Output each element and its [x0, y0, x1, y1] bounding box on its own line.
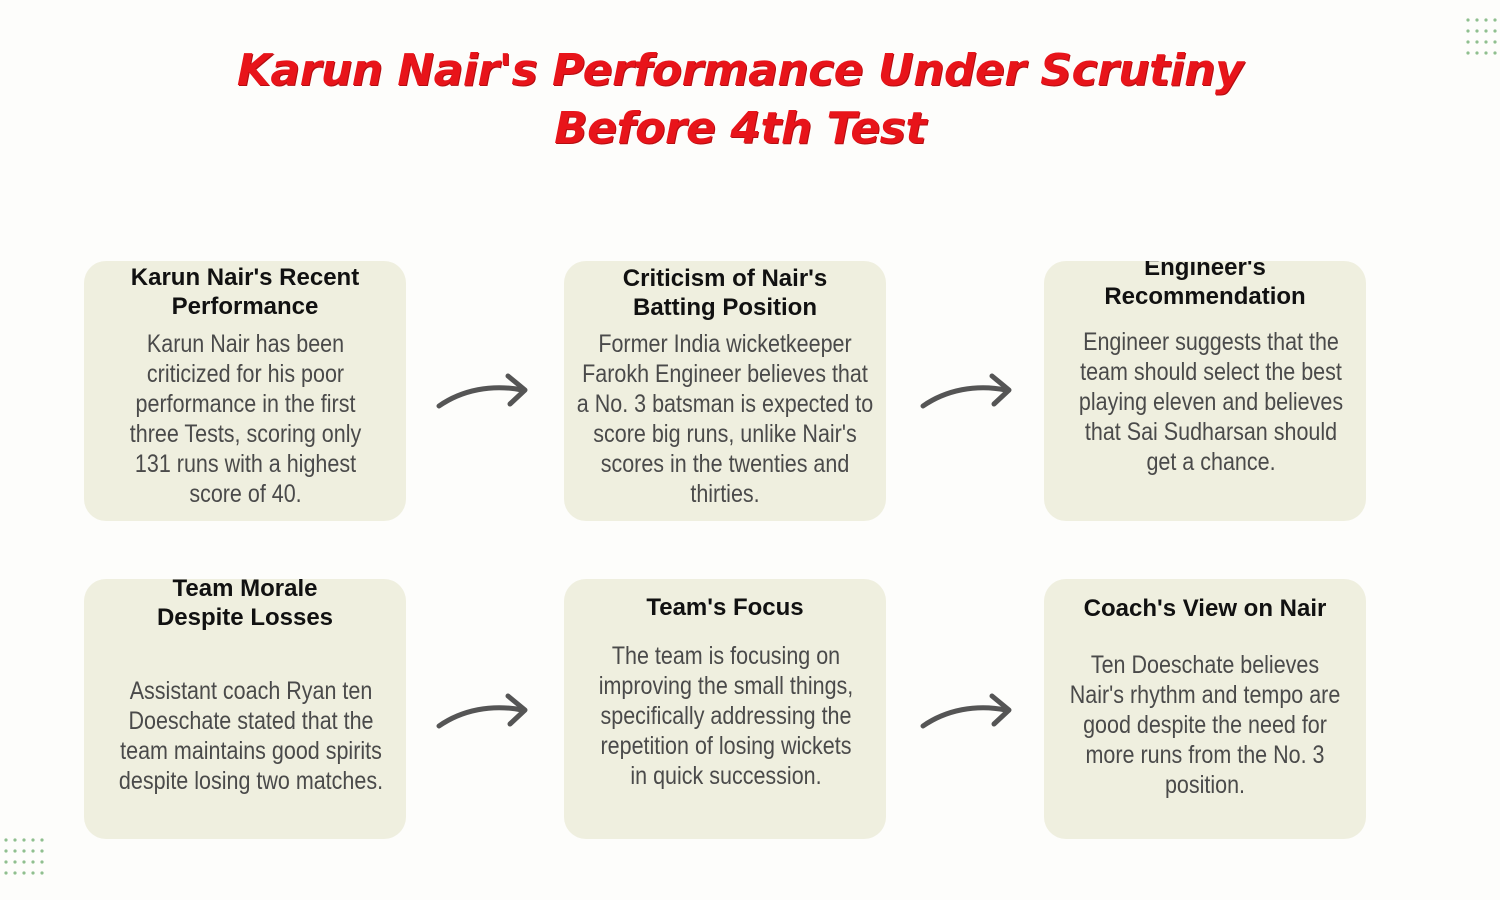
card-team-focus: Team's Focus The team is focusing on imp…	[564, 579, 886, 839]
card-batting-position-criticism: Criticism of Nair's Batting Position For…	[564, 261, 886, 521]
card-body: Former India wicketkeeper Farokh Enginee…	[576, 330, 874, 508]
card-body: Engineer suggests that the team should s…	[1078, 328, 1344, 476]
card-body: Assistant coach Ryan ten Doeschate state…	[118, 677, 384, 795]
card-heading: Engineer's Recommendation	[1104, 261, 1306, 310]
card-heading: Coach's View on Nair	[1083, 595, 1327, 622]
dot-grid-icon	[4, 838, 44, 875]
curved-right-arrow-icon	[436, 373, 528, 409]
card-heading: Criticism of Nair's Batting Position	[622, 265, 828, 321]
curved-right-arrow-icon	[436, 693, 528, 729]
card-team-morale: Team Morale Despite Losses Assistant coa…	[84, 579, 406, 839]
card-body: Karun Nair has been criticized for his p…	[129, 330, 361, 508]
curved-right-arrow-icon	[920, 373, 1012, 409]
card-heading: Team's Focus	[646, 594, 804, 621]
card-body: The team is focusing on improving the sm…	[598, 642, 854, 790]
dot-grid-icon	[1466, 18, 1497, 55]
card-engineer-recommendation: Engineer's Recommendation Engineer sugge…	[1044, 261, 1366, 521]
card-recent-performance: Karun Nair's Recent Performance Karun Na…	[84, 261, 406, 521]
page-title: Karun Nair's Performance Under Scrutiny …	[236, 45, 1244, 154]
card-coach-view: Coach's View on Nair Ten Doeschate belie…	[1044, 579, 1366, 839]
curved-right-arrow-icon	[920, 693, 1012, 729]
card-heading: Karun Nair's Recent Performance	[130, 264, 360, 320]
card-body: Ten Doeschate believes Nair's rhythm and…	[1069, 651, 1341, 799]
card-heading: Team Morale Despite Losses	[156, 579, 334, 631]
